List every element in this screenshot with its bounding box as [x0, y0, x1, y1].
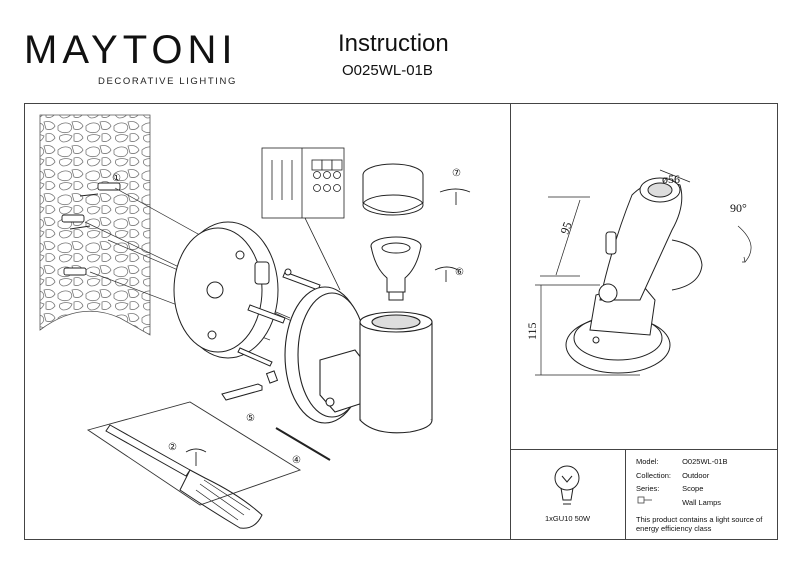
page-title: Instruction	[338, 30, 449, 57]
mounting-plate	[173, 221, 279, 359]
dimension-drawing	[565, 177, 703, 374]
brand-logo: MAYTONI DECORATIVE LIGHTING	[24, 30, 238, 87]
spec-collection-value: Outdoor	[682, 470, 710, 480]
spec-row-collection: Collection: Outdoor	[636, 469, 771, 483]
spec-table: Model: O025WL-01B Collection: Outdoor Se…	[636, 455, 771, 533]
step-6: ⑥	[455, 267, 464, 278]
lamp-spec: 1xGU10 50W	[545, 514, 591, 523]
instruction-frame	[24, 103, 778, 540]
spec-divider-vertical	[625, 449, 626, 540]
tools	[105, 370, 331, 529]
spec-row-model: Model: O025WL-01B	[636, 455, 771, 469]
lens-cap	[362, 163, 424, 216]
step-2: ②	[168, 442, 177, 453]
step-4: ④	[292, 455, 301, 466]
spec-model-value: O025WL-01B	[682, 457, 728, 466]
dim-diameter: ø56	[662, 172, 680, 186]
dim-length: 95	[557, 220, 574, 236]
step-7: ⑦	[452, 168, 461, 179]
spec-collection-key: Collection:	[636, 470, 672, 480]
wall-lamp-icon	[637, 496, 652, 504]
lightbulb-icon	[554, 465, 580, 505]
spec-row-series: Series: Scope	[636, 482, 771, 496]
energy-note: This product contains a light source of …	[636, 515, 763, 533]
spec-divider	[510, 449, 778, 450]
stone-wall	[39, 114, 151, 336]
gu10-bulb	[370, 236, 422, 301]
panel-divider	[510, 103, 511, 540]
spec-series-key: Series:	[636, 484, 660, 493]
dim-angle: 90°	[730, 201, 747, 215]
dim-height: 115	[525, 322, 539, 340]
wiring-inset	[261, 147, 345, 291]
model-number: O025WL-01B	[342, 62, 433, 79]
step-1: ①	[112, 173, 121, 184]
step-markers: ① ② ④ ⑤ ⑥ ⑦	[112, 168, 471, 466]
wall-dowels	[61, 182, 121, 276]
fixture-body	[284, 286, 433, 434]
brand-tagline: DECORATIVE LIGHTING	[98, 76, 237, 87]
spec-model-key: Model:	[636, 457, 659, 466]
dimension-lines	[535, 169, 752, 376]
brand-name: MAYTONI	[24, 28, 238, 72]
step-5: ⑤	[246, 413, 255, 424]
spec-row-type: Wall Lamps	[636, 496, 771, 510]
spec-type-value: Wall Lamps	[682, 497, 721, 507]
work-surface	[86, 401, 302, 506]
spec-series-value: Scope	[682, 484, 704, 493]
